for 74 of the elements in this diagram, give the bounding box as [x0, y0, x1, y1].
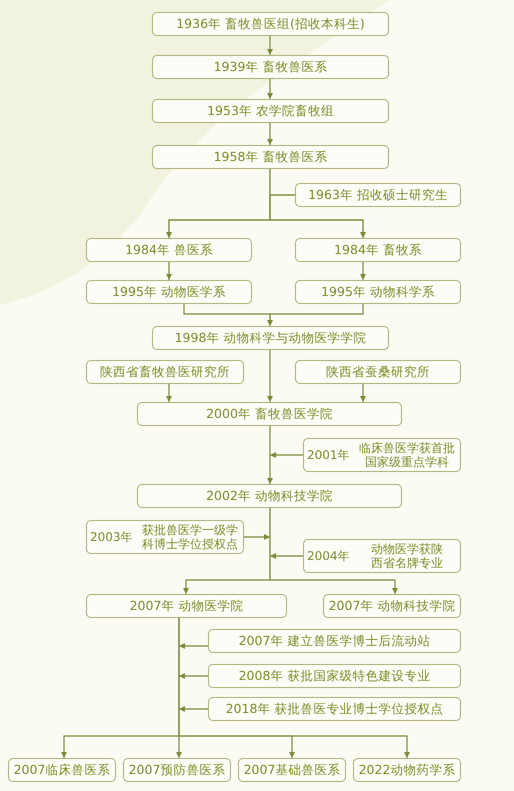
timeline-box — [295, 360, 461, 384]
timeline-box — [137, 484, 402, 508]
event-text: 1998年 动物科学与动物医学学院 — [174, 330, 366, 346]
event-text: 1958年 畜牧兽医系 — [214, 148, 328, 166]
arrow — [267, 350, 273, 402]
timeline-box — [8, 758, 116, 782]
timeline-box — [295, 238, 461, 262]
arrow — [179, 673, 208, 679]
timeline-box — [137, 402, 402, 426]
event-text: 2002年 动物科技学院 — [206, 488, 333, 504]
arrow — [267, 426, 273, 484]
event-text: 1953年 农学院畜牧组 — [207, 102, 334, 120]
timeline-box — [295, 280, 461, 304]
event-text: 1984年 畜牧系 — [334, 242, 422, 258]
arrow — [267, 123, 273, 145]
arrow — [360, 384, 366, 402]
arrow — [179, 706, 208, 712]
event-text: 2008年 获批国家级特色建设专业 — [238, 668, 430, 684]
event-text: 1939年 畜牧兽医系 — [214, 58, 328, 76]
arrow — [269, 194, 366, 238]
event-text: 1995年 动物医学系 — [112, 284, 226, 300]
arrow — [267, 304, 364, 326]
event-text: 2007年 动物科技学院 — [328, 598, 456, 614]
timeline-box — [123, 758, 231, 782]
timeline-box — [86, 520, 244, 554]
year-label: 2001年 — [307, 446, 350, 464]
arrow — [267, 79, 273, 99]
year-label: 2003年 — [90, 528, 133, 546]
timeline-box — [152, 55, 389, 79]
event-text: 2007年 建立兽医学博士后流动站 — [238, 632, 430, 650]
arrow — [179, 643, 208, 649]
event-text: 1963年 招收硕士研究生 — [308, 186, 448, 204]
timeline-box — [208, 664, 461, 688]
arrow — [166, 384, 172, 402]
timeline-box — [303, 438, 461, 472]
event-text: 临床兽医学获首批国家级重点学科 — [358, 440, 456, 470]
timeline-box — [208, 629, 461, 653]
event-text: 1936年 畜牧兽医组(招收本科生) — [176, 16, 365, 32]
timeline-box — [353, 758, 461, 782]
event-text: 动物医学获陕西省名牌专业 — [370, 542, 444, 570]
event-text: 陕西省蚕桑研究所 — [326, 364, 430, 380]
event-text: 2018年 获批兽医专业博士学位授权点 — [226, 700, 444, 718]
timeline-box — [208, 697, 461, 721]
arrow — [360, 262, 366, 280]
arrow — [270, 553, 303, 559]
arrow — [270, 452, 303, 458]
event-text: 陕西省畜牧兽医研究所 — [100, 364, 230, 380]
event-text: 获批兽医学一级学科博士学位授权点 — [140, 522, 239, 552]
timeline-box — [86, 238, 252, 262]
timeline-box — [86, 360, 244, 384]
timeline-box — [238, 758, 346, 782]
timeline-box — [303, 539, 461, 573]
arrow — [244, 534, 270, 540]
timeline-box — [152, 99, 389, 123]
timeline-box — [152, 12, 389, 36]
event-text: 2007年 动物医学院 — [130, 598, 244, 614]
event-text: 1995年 动物科学系 — [321, 284, 435, 300]
timeline-box — [152, 145, 389, 169]
event-text: 2007预防兽医系 — [128, 762, 226, 778]
event-text: 2007基础兽医系 — [244, 762, 340, 778]
event-text: 1984年 兽医系 — [125, 242, 213, 258]
timeline-box — [295, 183, 461, 207]
event-text: 2007临床兽医系 — [14, 762, 110, 778]
event-text: 2022动物药学系 — [358, 762, 456, 778]
event-text: 2000年 畜牧兽医学院 — [206, 406, 333, 422]
timeline-box — [152, 326, 389, 350]
timeline-box — [86, 594, 287, 618]
arrow — [267, 36, 273, 55]
year-label: 2004年 — [307, 548, 350, 564]
arrow — [269, 508, 398, 594]
timeline-box — [86, 280, 252, 304]
arrow — [166, 262, 172, 280]
arrow — [178, 618, 410, 758]
timeline-box — [323, 594, 461, 618]
